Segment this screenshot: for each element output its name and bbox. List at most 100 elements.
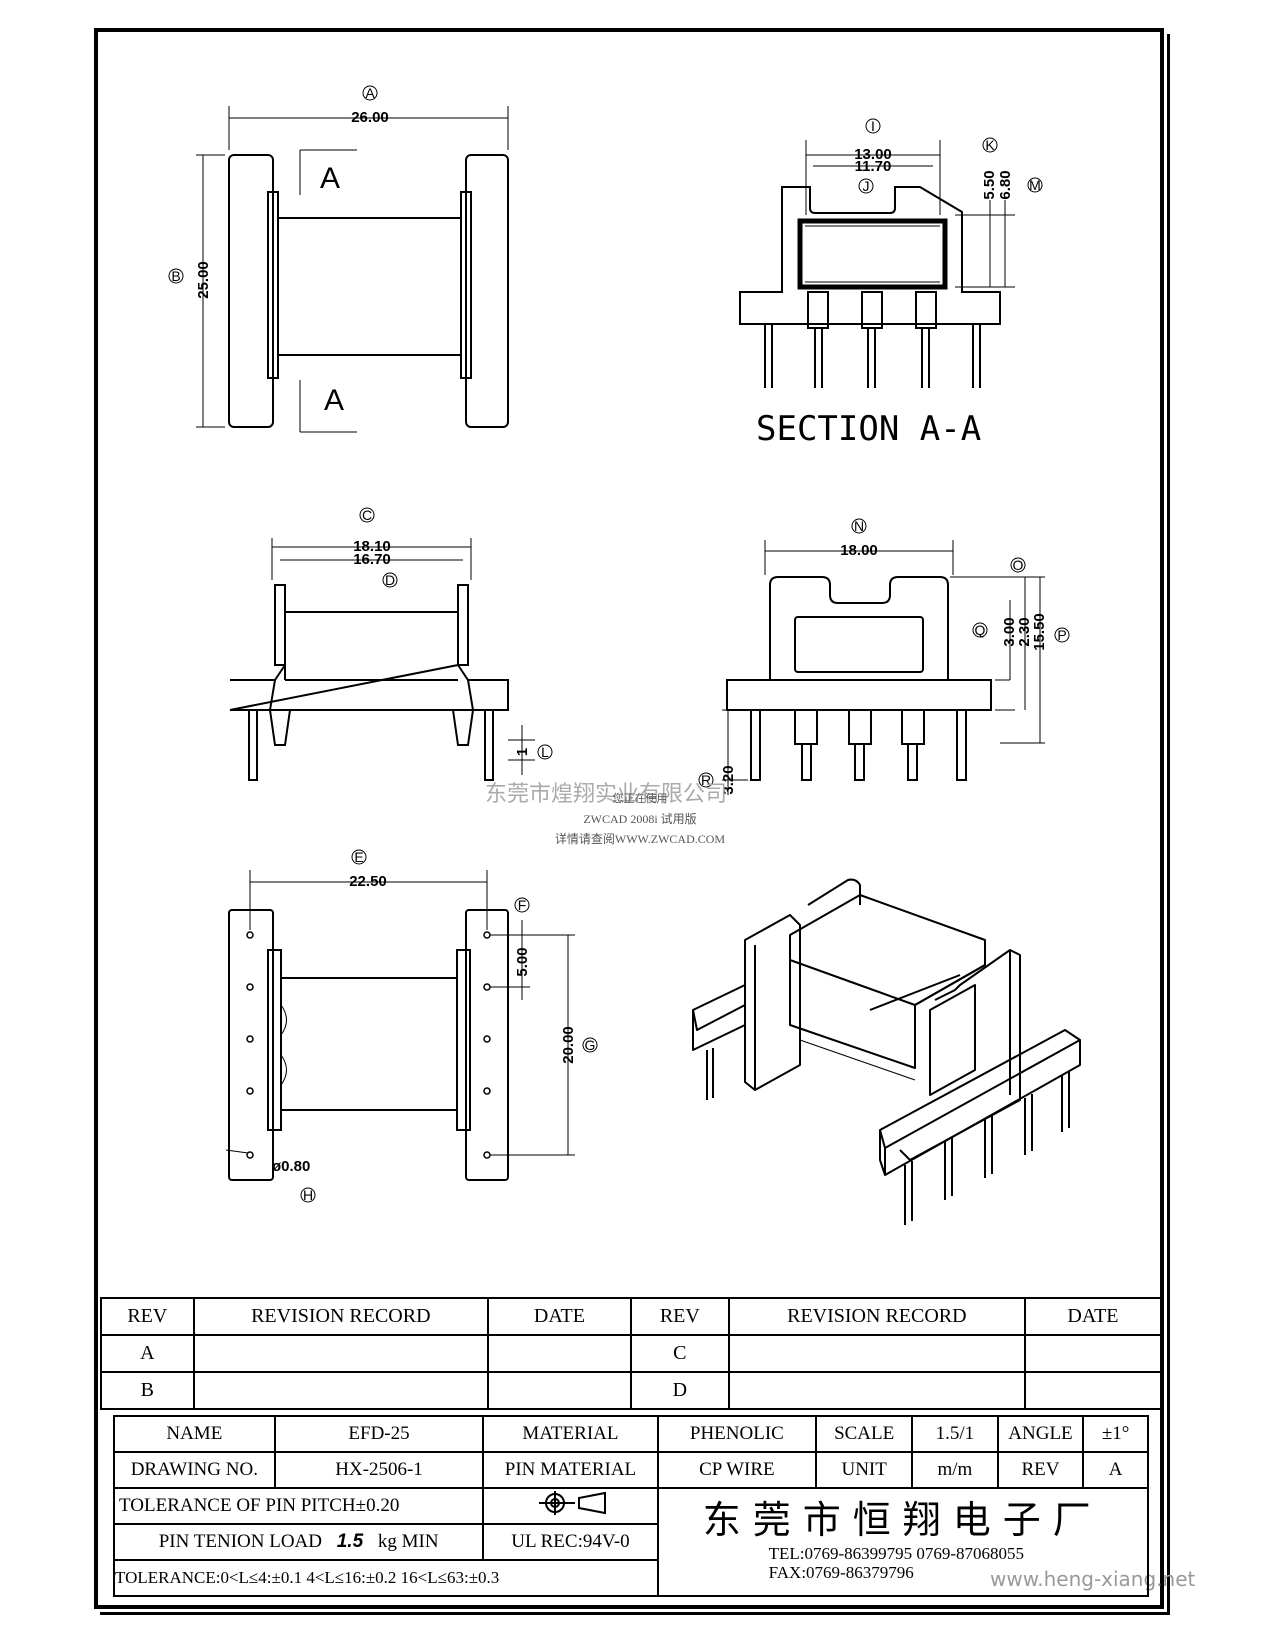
ref-c: C [362,507,372,523]
dim-r: 3.20 [720,765,737,794]
name-label: NAME [113,1415,276,1453]
record-cell [727,1334,1026,1373]
angle-value: ±1° [1082,1415,1149,1453]
table-row: A C [100,1334,1163,1373]
header-revision-record-2: REVISION RECORD [727,1297,1026,1336]
company-block: 东莞市恒翔电子厂 TEL:0769-86399795 0769-87068055… [656,1487,1150,1597]
drawing-no-label: DRAWING NO. [113,1451,276,1489]
dim-side-inner: 16.70 [353,551,391,568]
dim-q: 3.00 [1001,617,1018,646]
header-revision-record: REVISION RECORD [192,1297,489,1336]
scale-label: SCALE [815,1415,914,1453]
ref-p: P [1057,627,1066,643]
watermark-line3: 详情请查阅WWW.ZWCAD.COM [554,832,726,846]
projection-icon [539,1491,607,1515]
general-tolerance: TOLERANCE:0<L≤4:±0.1 4<L≤16:±0.2 16<L≤63… [113,1559,659,1597]
date-cell [486,1371,632,1410]
part-name: EFD-25 [273,1415,485,1453]
watermark-line1: 您正在使用 [612,793,668,805]
dim-width: 26.00 [351,109,389,126]
section-title: SECTION A-A [756,409,981,449]
projection-symbol [482,1487,659,1525]
ref-l: L [541,744,549,760]
dim-section-outer: 13.00 [854,146,892,163]
table-row: B D [100,1371,1163,1410]
ref-m: M [1029,177,1041,193]
header-date: DATE [486,1297,632,1336]
date-cell [486,1334,632,1373]
scale-value: 1.5/1 [911,1415,999,1453]
title-block: NAME EFD-25 MATERIAL PHENOLIC SCALE 1.5/… [112,1415,1150,1597]
pin-material-value: CP WIRE [656,1451,818,1489]
revision-header-row: REV REVISION RECORD DATE REV REVISION RE… [100,1297,1163,1336]
header-rev: REV [100,1297,195,1336]
dim-l: 1 [514,748,531,756]
dim-pitch: 5.00 [514,947,531,976]
angle-label: ANGLE [996,1415,1085,1453]
dim-k: 5.50 [981,170,998,199]
pin-load-value: 1.5 [336,1531,364,1552]
ref-n: N [854,518,864,534]
material-label: MATERIAL [482,1415,659,1453]
pin-tension-load: PIN TENION LOAD 1.5 kg MIN [112,1523,485,1561]
section-mark-bottom: A [324,384,344,417]
header-rev-2: REV [629,1297,730,1336]
dim-side-outer: 18.10 [353,538,391,555]
tolerance-pin-pitch: TOLERANCE OF PIN PITCH±0.20 [112,1487,485,1525]
rev-cell: D [629,1371,730,1410]
rev-value: A [1082,1451,1149,1489]
rev-label: REV [996,1451,1085,1489]
record-cell [727,1371,1026,1410]
rev-cell: C [629,1334,730,1373]
ref-g: G [585,1037,596,1053]
bottom-view: 22.50 E 5.00 20.00 F G ø0.80 H [225,849,598,1203]
watermark-company: 东莞市煌翔实业有限公司 [485,782,728,807]
pin-load-unit: kg MIN [377,1531,439,1552]
ref-i: I [871,118,875,134]
unit-value: m/m [911,1451,999,1489]
dim-pin: ø0.80 [272,1158,310,1175]
isometric-view [692,878,1081,1225]
dim-height: 25.00 [195,261,212,299]
ref-d: D [385,572,395,588]
dim-bottom-width: 22.50 [349,873,387,890]
ref-a: A [365,85,375,101]
ref-h: H [303,1187,313,1203]
pin-material-label: PIN MATERIAL [482,1451,659,1489]
pin-load-label: PIN TENION LOAD [158,1531,322,1552]
record-cell [192,1334,489,1373]
dim-span: 20.00 [560,1026,577,1064]
ref-b: B [171,268,180,284]
dim-p: 15.50 [1031,613,1048,651]
ul-rating: UL REC:94V-0 [482,1523,659,1561]
revision-table: REV REVISION RECORD DATE REV REVISION RE… [100,1297,1163,1410]
dim-m: 6.80 [997,170,1014,199]
ref-r: R [701,772,711,788]
header-date-2: DATE [1023,1297,1163,1336]
material-value: PHENOLIC [656,1415,818,1453]
sheet-shadow [100,34,1170,1615]
company-name: 东莞市恒翔电子厂 [702,1498,1103,1542]
ref-f: F [518,897,527,913]
section-mark-top: A [320,162,340,195]
date-cell [1023,1371,1163,1410]
ref-q: Q [975,622,986,638]
section-view: SECTION A-A 13.00 11.70 I J 5.50 6.80 K … [739,118,1043,449]
drawing-sheet [94,28,1164,1609]
date-cell [1023,1334,1163,1373]
ref-j: J [863,178,870,194]
rev-cell: A [100,1334,195,1373]
rev-cell: B [100,1371,195,1410]
drawing-no: HX-2506-1 [273,1451,485,1489]
ref-e: E [354,849,363,865]
dim-o: 2.30 [1016,617,1033,646]
ref-k: K [985,137,995,153]
top-view: A A 26.00 A 25.00 B [168,85,509,433]
company-fax: FAX:0769-86379796 [768,1563,914,1582]
record-cell [192,1371,489,1410]
watermark-line2: ZWCAD 2008i 试用版 [583,812,697,826]
unit-label: UNIT [815,1451,914,1489]
ref-o: O [1013,557,1024,573]
side-view: 18.10 16.70 C D 1 L [229,507,553,781]
